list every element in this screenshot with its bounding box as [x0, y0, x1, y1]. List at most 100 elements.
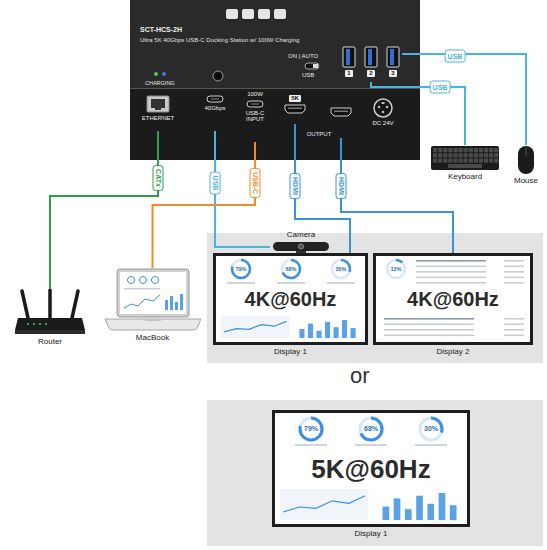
graphic-part	[464, 153, 468, 157]
graphic-part	[72, 291, 78, 318]
graphic-part	[224, 321, 287, 331]
graphic-part	[382, 111, 385, 114]
port-graphic	[146, 95, 170, 113]
graphic-part	[299, 329, 304, 338]
cable-label: HDMI	[290, 173, 301, 199]
port-graphic	[246, 100, 264, 108]
graphic-part	[517, 145, 535, 175]
graphic-part	[464, 148, 468, 152]
switch-label: ON | AUTO	[288, 53, 318, 60]
graphic-part	[124, 288, 160, 290]
switch-label: USB	[302, 72, 314, 79]
graphic-part	[431, 146, 499, 170]
graphic-part	[283, 496, 365, 512]
graphic-part	[327, 282, 355, 284]
graphic-part	[384, 318, 474, 320]
graphic-part	[103, 268, 203, 332]
port-number: 2	[367, 70, 374, 77]
port-label: OUTPUT	[280, 131, 358, 138]
graphic-part	[387, 260, 405, 278]
graphic-part	[494, 159, 498, 163]
graphic-part	[387, 47, 399, 67]
graphic-part	[383, 507, 390, 521]
graphic-part	[433, 153, 437, 157]
graphic-part	[504, 324, 524, 326]
graphic-part	[489, 153, 493, 157]
graphic-part	[272, 241, 330, 253]
logo-icon	[226, 9, 238, 19]
graphic-part	[443, 153, 447, 157]
cable-label: USB-C	[250, 168, 261, 198]
camera-icon	[272, 241, 330, 253]
gauge-percent: 68%	[364, 425, 378, 433]
device-front-face	[130, 88, 420, 160]
graphic-part	[39, 323, 41, 325]
cable	[402, 54, 526, 145]
graphic-part	[394, 498, 401, 520]
port-label: USB-C INPUT	[238, 110, 272, 123]
graphic-part	[450, 505, 457, 520]
or-text: or	[350, 364, 370, 388]
graphic-part	[474, 159, 478, 163]
graphic-part	[331, 108, 351, 116]
graphic-part	[459, 153, 463, 157]
graphic-part	[295, 444, 327, 446]
graphic-part	[433, 148, 437, 152]
graphic-part	[282, 260, 300, 278]
usb-c-input-port: 100WUSB-C INPUT	[238, 90, 272, 142]
cable	[153, 142, 256, 268]
graphic-part	[146, 95, 170, 113]
graphic-part	[221, 316, 290, 338]
graphic-part	[479, 148, 483, 152]
graphic-part	[416, 260, 486, 262]
cable-label: USB	[445, 50, 466, 63]
gauge-percent: 79%	[304, 425, 318, 433]
model-name: SCT-HCS-2H	[140, 26, 182, 34]
device-top-face	[130, 0, 420, 90]
cable-label: USB	[210, 172, 221, 195]
cable-label: USB	[430, 81, 451, 94]
graphic-part	[206, 95, 224, 103]
graphic-part	[342, 320, 347, 338]
graphic-part	[300, 418, 322, 440]
graphic-part	[405, 509, 412, 520]
graphic-part	[469, 148, 473, 152]
graphic-part	[416, 271, 486, 273]
mouse: Mouse	[508, 145, 544, 195]
gauge-percent: 68%	[285, 266, 296, 272]
graphic-part	[207, 96, 223, 102]
graphic-part	[165, 300, 168, 310]
graphic-part	[443, 159, 447, 163]
port-graphic	[373, 98, 393, 118]
graphic-part	[474, 148, 478, 152]
graphic-part	[232, 260, 250, 278]
graphic-part	[484, 148, 488, 152]
hdmi-port: 5K	[283, 94, 307, 124]
graphic-part	[139, 277, 146, 284]
graphic-part	[382, 102, 385, 104]
graphic-part	[518, 146, 534, 174]
resolution-text: 4K@60Hz	[216, 288, 365, 310]
port-label: 40Gbps	[204, 105, 225, 112]
graphic-part	[386, 106, 389, 109]
cable	[215, 131, 270, 247]
graphic-part	[298, 244, 303, 249]
graphic-part	[251, 103, 259, 104]
port-graphic	[386, 46, 400, 68]
port-label: 5K	[289, 95, 301, 102]
port-number: 3	[389, 70, 396, 77]
graphic-part	[378, 106, 381, 109]
cable	[341, 138, 453, 253]
graphic-part	[284, 104, 306, 114]
device-label: Camera	[287, 231, 315, 240]
device-icon	[14, 288, 86, 336]
logo-icon	[258, 9, 270, 19]
device-label: Mouse	[514, 177, 538, 186]
graphic-part	[151, 277, 158, 284]
graphic-part	[105, 319, 201, 330]
graphic-part	[48, 290, 52, 318]
graphic-part	[459, 148, 463, 152]
graphic-part	[14, 288, 86, 336]
graphic-part	[438, 153, 442, 157]
dc-power-port: DC 24V	[364, 96, 402, 134]
